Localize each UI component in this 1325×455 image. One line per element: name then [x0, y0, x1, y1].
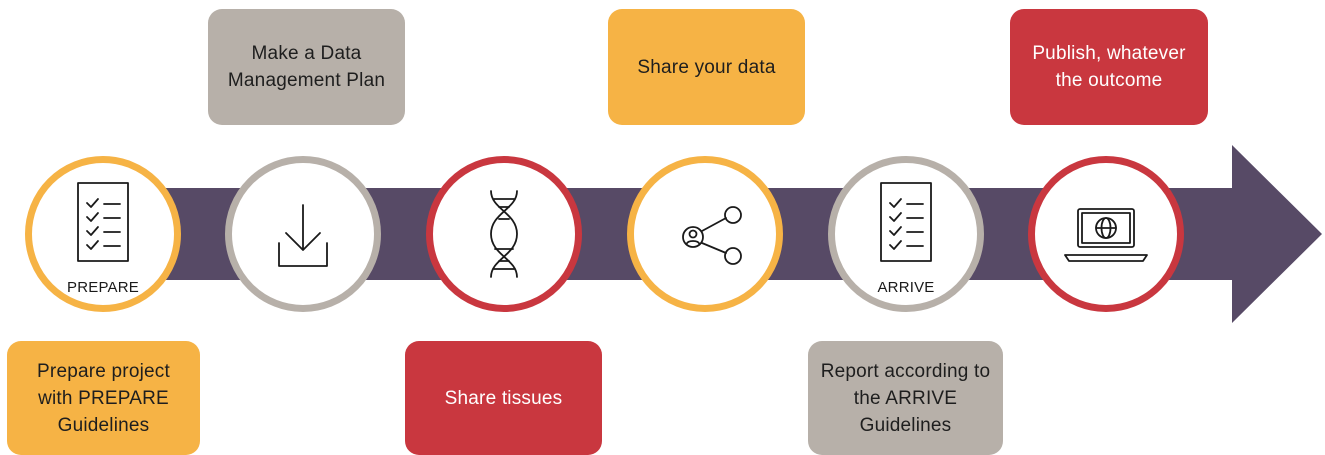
- step-box-tissues: Share tissues: [405, 341, 602, 455]
- step-circle-publish: [1028, 156, 1184, 312]
- step-circle-arrive: ARRIVE: [828, 156, 984, 312]
- checklist-icon: [77, 182, 129, 262]
- download-icon: [278, 204, 328, 267]
- share-icon: [682, 206, 742, 265]
- step-circle-data-plan: [225, 156, 381, 312]
- step-box-data-plan: Make a Data Management Plan: [208, 9, 405, 125]
- step-circle-share-data: [627, 156, 783, 312]
- step-circle-label: ARRIVE: [877, 279, 935, 296]
- step-circle-prepare: PREPARE: [25, 156, 181, 312]
- step-box-publish: Publish, whatever the outcome: [1010, 9, 1208, 125]
- step-box-share-data: Share your data: [608, 9, 805, 125]
- laptop-globe-icon: [1064, 208, 1148, 262]
- step-circle-tissues: [426, 156, 582, 312]
- step-box-prepare: Prepare project with PREPARE Guidelines: [7, 341, 200, 455]
- step-box-arrive: Report according to the ARRIVE Guideline…: [808, 341, 1003, 455]
- step-circle-label: PREPARE: [67, 279, 139, 296]
- dna-icon: [490, 190, 518, 278]
- checklist-icon: [880, 182, 932, 262]
